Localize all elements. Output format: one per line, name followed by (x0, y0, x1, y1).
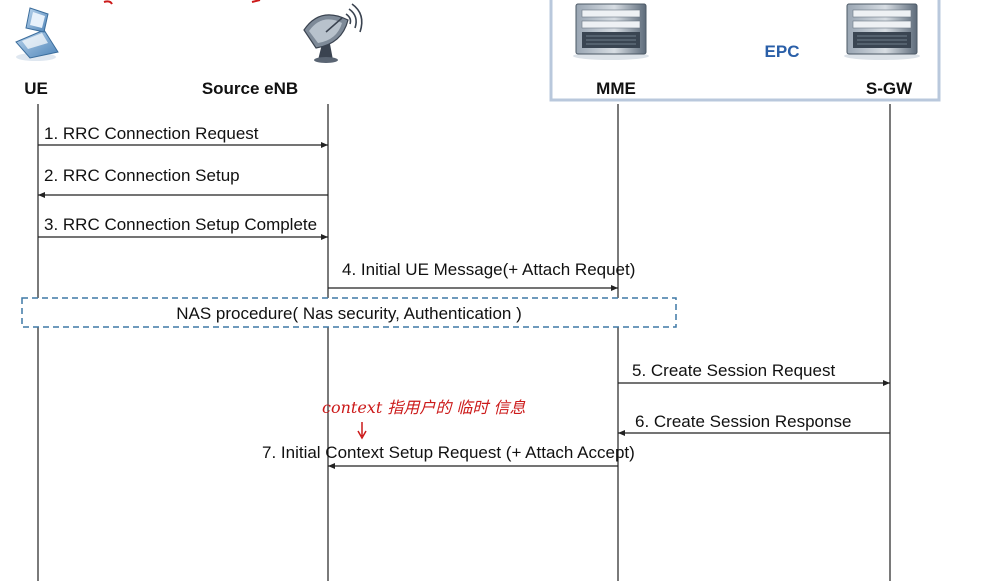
satellite-dish-icon (303, 3, 363, 63)
node-label-ue: UE (24, 79, 48, 98)
server-icon (844, 3, 920, 60)
message-label-5: 5. Create Session Request (632, 361, 835, 380)
message-label-2: 2. RRC Connection Setup (44, 166, 240, 185)
scribble-mark (103, 0, 261, 5)
server-icon (573, 3, 649, 60)
message-label-7: 7. Initial Context Setup Request (+ Atta… (262, 443, 635, 462)
nas-procedure-box (21, 297, 677, 328)
node-label-mme: MME (596, 79, 636, 98)
node-label-sgw: S-GW (866, 79, 913, 98)
mobile-phone-icon (15, 7, 59, 61)
node-label-enb: Source eNB (202, 79, 298, 98)
epc-label: EPC (765, 42, 800, 61)
message-label-1: 1. RRC Connection Request (44, 124, 259, 143)
handwritten-annotation: context 指用户的 临时 信息 (322, 398, 526, 417)
annotation-arrow-icon (357, 422, 367, 440)
nas-procedure-label: NAS procedure( Nas security, Authenticat… (176, 304, 522, 323)
message-label-6: 6. Create Session Response (635, 412, 851, 431)
message-label-3: 3. RRC Connection Setup Complete (44, 215, 317, 234)
message-label-4: 4. Initial UE Message(+ Attach Requet) (342, 260, 635, 279)
epc-group-box (549, 0, 941, 102)
